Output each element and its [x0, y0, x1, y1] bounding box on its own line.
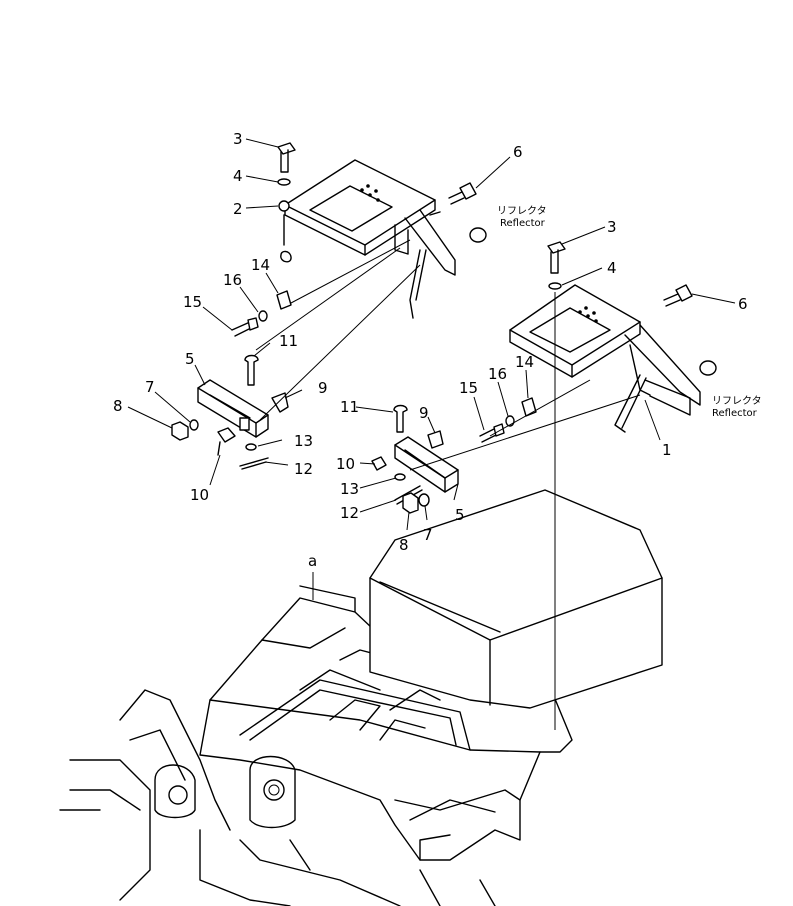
machine-frame: [59, 585, 573, 906]
callout-5-left: 5: [185, 350, 195, 368]
bar-lower-right: [394, 436, 459, 493]
callout-10-left: 10: [190, 486, 209, 504]
reflector-label-left-jp: リフレクタ: [497, 205, 547, 217]
callout-6-right: 6: [738, 295, 748, 313]
callout-12-right: 12: [340, 504, 359, 522]
callout-3-left: 3: [233, 130, 243, 148]
callout-11-left: 11: [279, 332, 298, 350]
callout-6-left: 6: [513, 143, 523, 161]
callout-15-right: 15: [459, 379, 478, 397]
callout-2: 2: [233, 200, 243, 218]
callout-7-right: 7: [423, 526, 433, 544]
callout-labels: 3 4 2 14 16 15 11 5 7 9 8 13 12 10 6 3 4…: [113, 130, 762, 570]
callout-4-left: 4: [233, 167, 243, 185]
callout-5-right: 5: [455, 506, 465, 524]
callout-7-left: 7: [145, 378, 155, 396]
reference-a: a: [308, 552, 317, 570]
callout-11-right: 11: [340, 398, 359, 416]
bracket-upper-left: [284, 159, 456, 319]
assembly-lines: [127, 138, 736, 730]
callout-15-left: 15: [183, 293, 202, 311]
callout-3-right: 3: [607, 218, 617, 236]
callout-1: 1: [662, 441, 672, 459]
reflector-label-left-en: Reflector: [500, 218, 546, 229]
battery-box: [369, 489, 663, 709]
reflector-label-right-jp: リフレクタ: [712, 395, 762, 407]
hardware: [171, 142, 717, 514]
callout-9-left: 9: [318, 379, 328, 397]
reflector-label-right-en: Reflector: [712, 408, 758, 419]
callout-9-right: 9: [419, 404, 429, 422]
callout-12-left: 12: [294, 460, 313, 478]
callout-4-right: 4: [607, 259, 617, 277]
bar-lower-left: [197, 379, 269, 438]
callout-8-right: 8: [399, 536, 409, 554]
callout-14-right: 14: [515, 353, 534, 371]
callout-16-right: 16: [488, 365, 507, 383]
callout-14-left: 14: [251, 256, 270, 274]
callout-10-right: 10: [336, 455, 355, 473]
bracket-upper-right: [509, 284, 701, 433]
callout-13-right: 13: [340, 480, 359, 498]
callout-16-left: 16: [223, 271, 242, 289]
callout-8-left: 8: [113, 397, 123, 415]
callout-13-left: 13: [294, 432, 313, 450]
